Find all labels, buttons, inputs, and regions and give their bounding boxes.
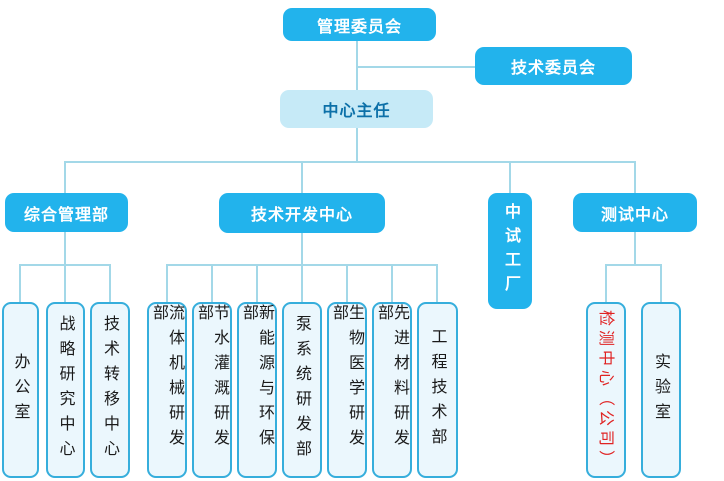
- connector-line: [346, 264, 348, 302]
- connector-line: [660, 264, 662, 302]
- connector-line: [634, 232, 636, 265]
- leaf-pump-system-rd: 泵系统研发部: [282, 302, 322, 478]
- connector-line: [64, 161, 636, 163]
- leaf-biomedical-rd-label: 生物医学研发部: [330, 304, 365, 454]
- connector-line: [256, 264, 258, 302]
- connector-line: [356, 128, 358, 162]
- leaf-water-saving-irrigation-rd: 节水灌溉研发部: [192, 302, 232, 478]
- connector-line: [436, 264, 438, 302]
- node-testing-center: 测试中心: [573, 193, 697, 232]
- connector-line: [166, 264, 438, 266]
- leaf-strategy-research-center-label: 战略研究中心: [56, 315, 76, 465]
- connector-line: [605, 264, 662, 266]
- node-management-committee: 管理委员会: [283, 8, 436, 41]
- leaf-advanced-materials-rd: 先进材料研发部: [372, 302, 412, 478]
- connector-line: [19, 264, 111, 266]
- connector-line: [356, 41, 358, 90]
- leaf-biomedical-rd: 生物医学研发部: [327, 302, 367, 478]
- leaf-strategy-research-center: 战略研究中心: [46, 302, 85, 478]
- connector-line: [64, 232, 66, 302]
- leaf-inspection-center-company: 检测中心（公司）: [586, 302, 626, 478]
- leaf-office-label: 办公室: [11, 352, 31, 428]
- connector-line: [301, 161, 303, 193]
- leaf-inspection-center-company-label: 检测中心（公司）: [597, 309, 616, 470]
- connector-line: [19, 264, 21, 302]
- leaf-engineering-technology-dept-label: 工程技术部: [428, 327, 448, 453]
- leaf-fluid-machinery-rd-label: 流体机械研发部: [150, 304, 185, 454]
- leaf-tech-transfer-center: 技术转移中心: [90, 302, 130, 478]
- leaf-advanced-materials-rd-label: 先进材料研发部: [375, 304, 410, 454]
- leaf-office: 办公室: [2, 302, 39, 478]
- connector-line: [356, 66, 475, 68]
- connector-line: [634, 161, 636, 193]
- leaf-laboratory: 实验室: [641, 302, 681, 478]
- leaf-water-saving-irrigation-rd-label: 节水灌溉研发部: [195, 304, 230, 454]
- connector-line: [64, 161, 66, 193]
- leaf-engineering-technology-dept: 工程技术部: [417, 302, 458, 478]
- leaf-pump-system-rd-label: 泵系统研发部: [293, 315, 312, 465]
- leaf-tech-transfer-center-label: 技术转移中心: [101, 315, 120, 465]
- node-tech-development-center: 技术开发中心: [219, 193, 385, 233]
- leaf-fluid-machinery-rd: 流体机械研发部: [147, 302, 187, 478]
- connector-line: [166, 264, 168, 302]
- leaf-new-energy-environment-dept: 新能源与环保部: [237, 302, 277, 478]
- leaf-laboratory-label: 实验室: [652, 352, 671, 428]
- leaf-new-energy-environment-dept-label: 新能源与环保部: [240, 304, 275, 454]
- node-pilot-plant-label: 中试工厂: [502, 203, 519, 299]
- node-general-management-dept: 综合管理部: [5, 193, 128, 232]
- connector-line: [301, 233, 303, 302]
- connector-line: [211, 264, 213, 302]
- node-pilot-plant: 中试工厂: [488, 193, 532, 309]
- connector-line: [391, 264, 393, 302]
- node-center-director: 中心主任: [280, 90, 433, 128]
- connector-line: [605, 264, 607, 302]
- node-technical-committee: 技术委员会: [475, 47, 632, 85]
- connector-line: [109, 264, 111, 302]
- connector-line: [509, 161, 511, 193]
